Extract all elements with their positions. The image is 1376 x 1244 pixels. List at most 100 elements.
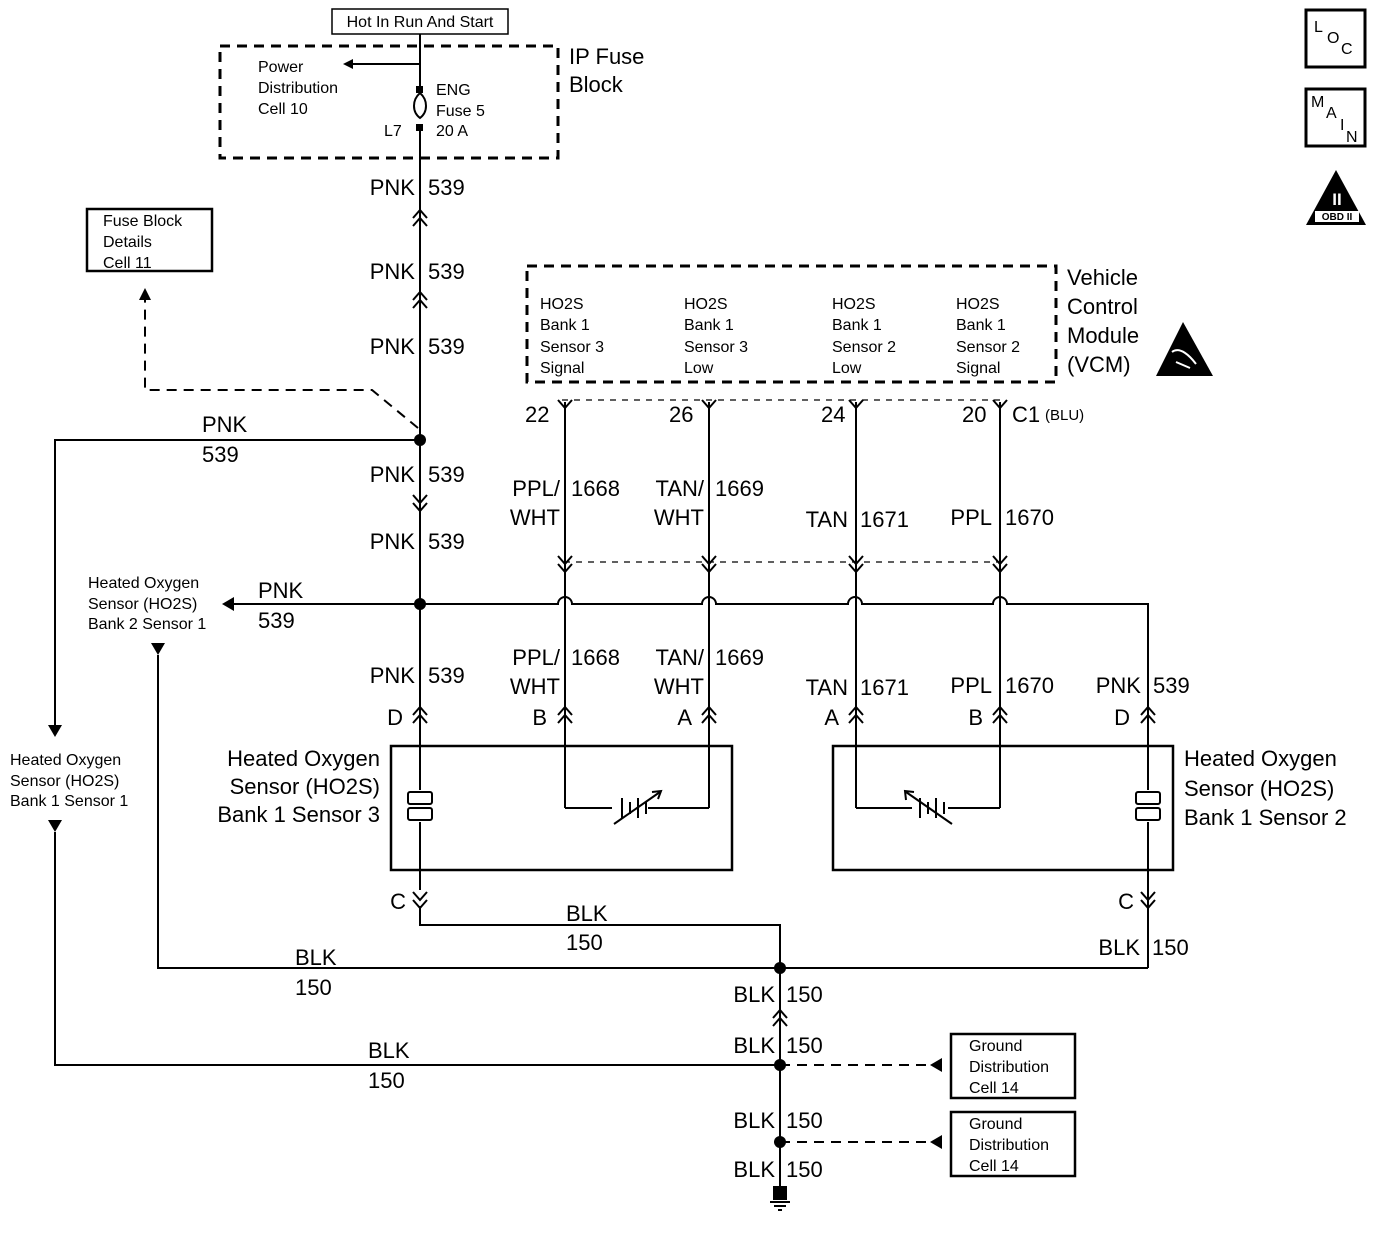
svg-text:1669: 1669 [715,645,764,670]
svg-text:Fuse Block: Fuse Block [103,213,183,230]
fuse-block-details-ref[interactable]: Fuse Block Details Cell 11 [85,207,214,273]
svg-text:Ground: Ground [969,1116,1022,1133]
fuse-details-dashed-link [144,300,419,429]
svg-text:Control: Control [1067,294,1138,319]
svg-text:C1: C1 [1012,402,1040,427]
variable-cell-icon [613,789,663,825]
svg-text:539: 539 [258,608,295,633]
svg-text:150: 150 [786,982,823,1007]
loc-icon[interactable]: L O C [1304,8,1367,69]
blk-150-b2s1-wire [157,655,1148,969]
svg-text:26: 26 [669,402,693,427]
svg-text:Heated Oxygen: Heated Oxygen [88,575,199,592]
svg-text:L7: L7 [384,123,402,140]
svg-text:Cell 10: Cell 10 [258,101,308,118]
svg-text:C: C [390,889,406,914]
svg-text:TAN/: TAN/ [656,645,705,670]
svg-text:539: 539 [428,334,465,359]
svg-text:A: A [677,705,692,730]
pnk-539-to-b1s1-wire [54,439,420,725]
svg-text:22: 22 [525,402,549,427]
svg-text:Bank 2 Sensor 1: Bank 2 Sensor 1 [88,616,206,633]
pnk-539-to-s2-wire [420,596,1149,745]
svg-text:150: 150 [295,975,332,1000]
hot-in-run-label: Hot In Run And Start [331,8,509,35]
fuse-terminal-bottom [416,124,423,131]
svg-text:1668: 1668 [571,645,620,670]
heater-element-icon [1135,791,1161,821]
svg-text:PPL: PPL [950,505,992,530]
svg-text:HO2S: HO2S [956,296,1000,313]
arrow-down-icon [48,820,62,832]
connector-chevrons-signal [557,399,1156,724]
arrow-left-icon [222,597,234,611]
svg-text:HO2S: HO2S [684,296,728,313]
svg-text:BLK: BLK [368,1038,410,1063]
connector-chevrons-main [412,208,428,724]
svg-text:24: 24 [821,402,845,427]
svg-text:M: M [1311,94,1324,111]
svg-text:TAN/: TAN/ [656,476,705,501]
svg-text:Sensor (HO2S): Sensor (HO2S) [10,773,119,790]
variable-cell-icon [903,789,953,825]
sensor-b2s1-ref[interactable]: Heated Oxygen Sensor (HO2S) Bank 2 Senso… [88,575,206,633]
ground-symbol-icon [770,1186,790,1211]
arrow-left-icon [930,1058,942,1072]
svg-text:ENG: ENG [436,82,471,99]
svg-text:20: 20 [962,402,986,427]
svg-text:1671: 1671 [860,675,909,700]
svg-text:C: C [1118,889,1134,914]
svg-text:BLK: BLK [566,901,608,926]
svg-text:D: D [387,705,403,730]
svg-text:Hot In Run And Start: Hot In Run And Start [347,14,494,31]
arrow-left-icon [930,1135,942,1149]
sensor-b1s1-ref[interactable]: Heated Oxygen Sensor (HO2S) Bank 1 Senso… [10,752,128,810]
svg-text:A: A [1326,105,1337,122]
svg-text:Cell 11: Cell 11 [103,255,152,272]
vcm-module: Vehicle Control Module (VCM) [525,264,1139,384]
svg-text:TAN: TAN [806,507,848,532]
svg-text:150: 150 [786,1108,823,1133]
obd-ii-icon[interactable]: II OBD II [1306,170,1366,225]
svg-text:Block: Block [569,72,624,97]
svg-text:WHT: WHT [510,674,560,699]
svg-text:BLK: BLK [733,1033,775,1058]
svg-text:HO2S: HO2S [832,296,876,313]
svg-text:Sensor 2: Sensor 2 [956,339,1020,356]
signal-wire-labels-upper: PPL/ WHT 1668 TAN/ WHT 1669 TAN 1671 PPL… [510,476,1054,532]
svg-text:Bank 1: Bank 1 [832,317,882,334]
svg-text:PNK: PNK [370,175,416,200]
svg-text:1670: 1670 [1005,505,1054,530]
svg-text:Heated Oxygen: Heated Oxygen [10,752,121,769]
svg-text:Sensor 2: Sensor 2 [832,339,896,356]
arrow-down-icon [151,643,165,655]
svg-text:B: B [968,705,983,730]
heater-element-icon [407,791,433,821]
svg-text:Ground: Ground [969,1038,1022,1055]
svg-text:Power: Power [258,59,304,76]
main-icon[interactable]: M A I N [1304,87,1367,148]
svg-text:Sensor (HO2S): Sensor (HO2S) [88,596,197,613]
svg-text:HO2S: HO2S [540,296,584,313]
svg-text:1668: 1668 [571,476,620,501]
svg-text:539: 539 [1153,673,1190,698]
svg-text:PNK: PNK [370,663,416,688]
svg-text:150: 150 [786,1033,823,1058]
svg-text:Fuse 5: Fuse 5 [436,103,485,120]
ground-distribution-ref-2[interactable]: Ground Distribution Cell 14 [949,1110,1077,1178]
svg-text:Bank 1: Bank 1 [956,317,1006,334]
ground-distribution-ref-1[interactable]: Ground Distribution Cell 14 [949,1032,1077,1100]
svg-text:PNK: PNK [202,412,248,437]
svg-text:539: 539 [202,442,239,467]
svg-text:BLK: BLK [733,1108,775,1133]
svg-text:PNK: PNK [370,334,416,359]
vcm-pin-numbers: 22 26 24 20 C1 (BLU) [525,402,1084,427]
svg-text:Details: Details [103,234,152,251]
svg-text:150: 150 [368,1068,405,1093]
svg-text:(BLU): (BLU) [1045,407,1084,424]
connector-chevrons-c [412,891,1156,910]
svg-text:TAN: TAN [806,675,848,700]
svg-text:539: 539 [428,529,465,554]
svg-text:539: 539 [428,462,465,487]
